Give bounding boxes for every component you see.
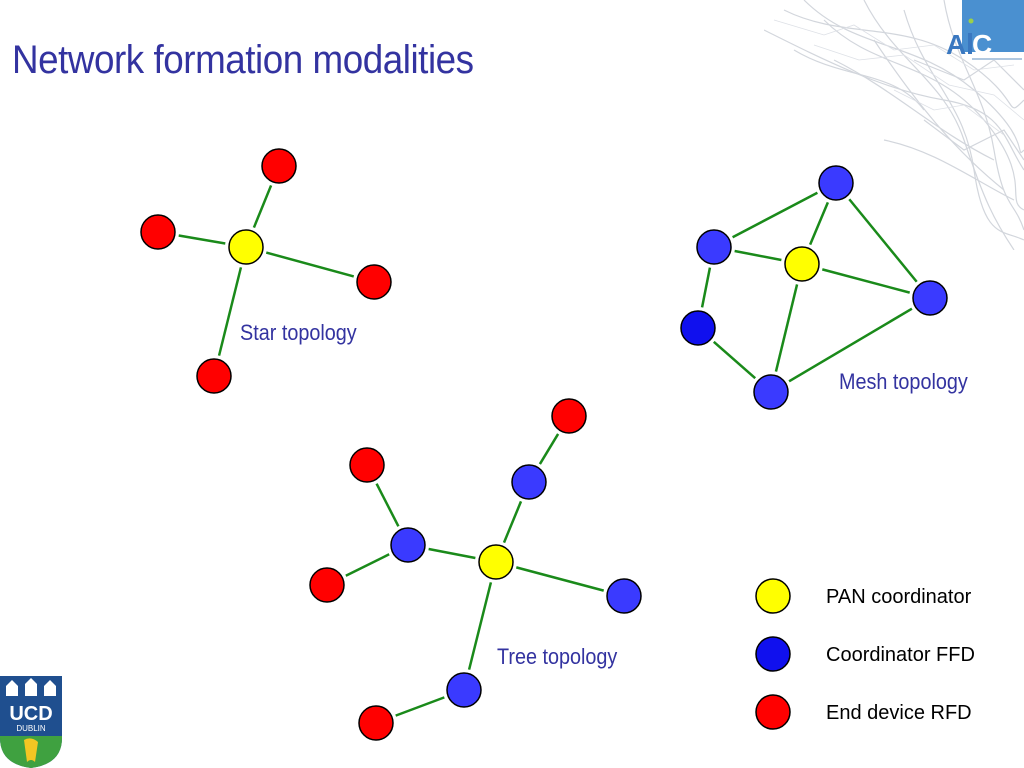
coordinator-ffd-node: [606, 578, 642, 614]
end-device-rfd-node: [140, 214, 176, 250]
link-m_1-m_2: [732, 191, 818, 239]
end-device-rfd-node: [309, 567, 345, 603]
slide-title: Network formation modalities: [12, 38, 474, 82]
mesh-topology-label: Mesh topology: [839, 369, 968, 394]
legend-swatch-ffd: [755, 636, 791, 672]
ucd-logo-text: UCD: [9, 703, 52, 725]
coordinator-ffd-node: [912, 280, 948, 316]
link-s_c-s_3: [265, 251, 355, 278]
topology-links: [178, 184, 918, 717]
legend-label-ffd: Coordinator FFD: [826, 644, 975, 666]
coordinator-ffd-node: [696, 229, 732, 265]
link-m_c-m_5: [774, 284, 799, 372]
ucd-logo-subtext: DUBLIN: [16, 724, 46, 733]
pan-coordinator-node: [228, 229, 264, 265]
coordinator-ffd-node: [390, 527, 426, 563]
link-t_4-t_3: [375, 483, 400, 527]
link-t_2-t_1: [538, 433, 560, 465]
link-t_c-t_4: [428, 547, 476, 560]
end-device-rfd-node: [551, 398, 587, 434]
end-device-rfd-node: [196, 358, 232, 394]
topology-nodes: [140, 148, 948, 741]
link-m_c-m_1: [808, 201, 830, 246]
coordinator-ffd-node: [753, 374, 789, 410]
link-m_3-m_5: [788, 307, 913, 383]
legend-label-pan: PAN coordinator: [826, 586, 972, 608]
svg-text:A: A: [946, 29, 966, 60]
link-m_2-m_4: [700, 267, 712, 308]
ucd-dublin-logo: UCD DUBLIN: [0, 676, 62, 768]
end-device-rfd-node: [358, 705, 394, 741]
coordinator-ffd-node: [818, 165, 854, 201]
link-s_c-s_2: [178, 234, 226, 245]
star-topology-label: Star topology: [240, 320, 357, 345]
legend-swatches: [755, 578, 791, 730]
link-t_4-t_5: [345, 553, 390, 577]
link-t_c-t_7: [467, 582, 493, 670]
link-s_c-s_4: [217, 267, 243, 356]
svg-text:C: C: [972, 29, 992, 60]
link-t_7-t_8: [395, 696, 445, 717]
aic-logo: A C: [946, 0, 1024, 60]
link-s_c-s_1: [252, 184, 273, 229]
coordinator-ffd-node: [511, 464, 547, 500]
end-device-rfd-node: [349, 447, 385, 483]
tree-topology-label: Tree topology: [497, 644, 618, 669]
decorative-wireframe-graphic: [764, 0, 1024, 250]
end-device-rfd-node: [356, 264, 392, 300]
coordinator-ffd-node: [446, 672, 482, 708]
coordinator-ffd-node: [680, 310, 716, 346]
legend-swatch-rfd: [755, 694, 791, 730]
end-device-rfd-node: [261, 148, 297, 184]
pan-coordinator-node: [784, 246, 820, 282]
link-t_c-t_6: [515, 566, 605, 592]
legend-swatch-pan: [755, 578, 791, 614]
pan-coordinator-node: [478, 544, 514, 580]
link-m_1-m_3: [848, 198, 918, 283]
link-t_c-t_2: [502, 500, 523, 544]
link-m_4-m_5: [712, 340, 757, 380]
link-m_c-m_3: [821, 268, 911, 294]
link-m_c-m_2: [734, 249, 782, 262]
legend-label-rfd: End device RFD: [826, 702, 972, 724]
